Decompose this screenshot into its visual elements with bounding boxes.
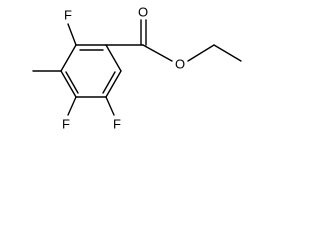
bond-ester-oxygen-to-ethyl [187, 44, 215, 62]
atom-label-fluorine-left: F [62, 117, 70, 132]
ring-bond [60, 70, 77, 98]
chemical-structure-diagram: F F F O O [32, 5, 242, 132]
atom-label-ester-oxygen: O [175, 57, 185, 72]
ring-bond [105, 44, 122, 72]
bond-to-left-fluorine [67, 96, 77, 116]
bond-carbonyl-to-ester-oxygen [142, 44, 173, 62]
benzene-ring [60, 44, 122, 98]
atom-label-fluorine-right: F [113, 117, 121, 132]
atom-label-fluorine-top: F [64, 8, 72, 23]
ring-double-bond [65, 71, 79, 94]
bond-to-right-fluorine [105, 96, 115, 116]
ring-double-bond [102, 71, 116, 94]
ring-bond [105, 70, 122, 98]
atom-label-carbonyl-oxygen: O [138, 5, 148, 20]
bond-to-top-fluorine [67, 23, 77, 46]
ring-bond [60, 44, 77, 72]
ethyl-bond [213, 44, 242, 62]
